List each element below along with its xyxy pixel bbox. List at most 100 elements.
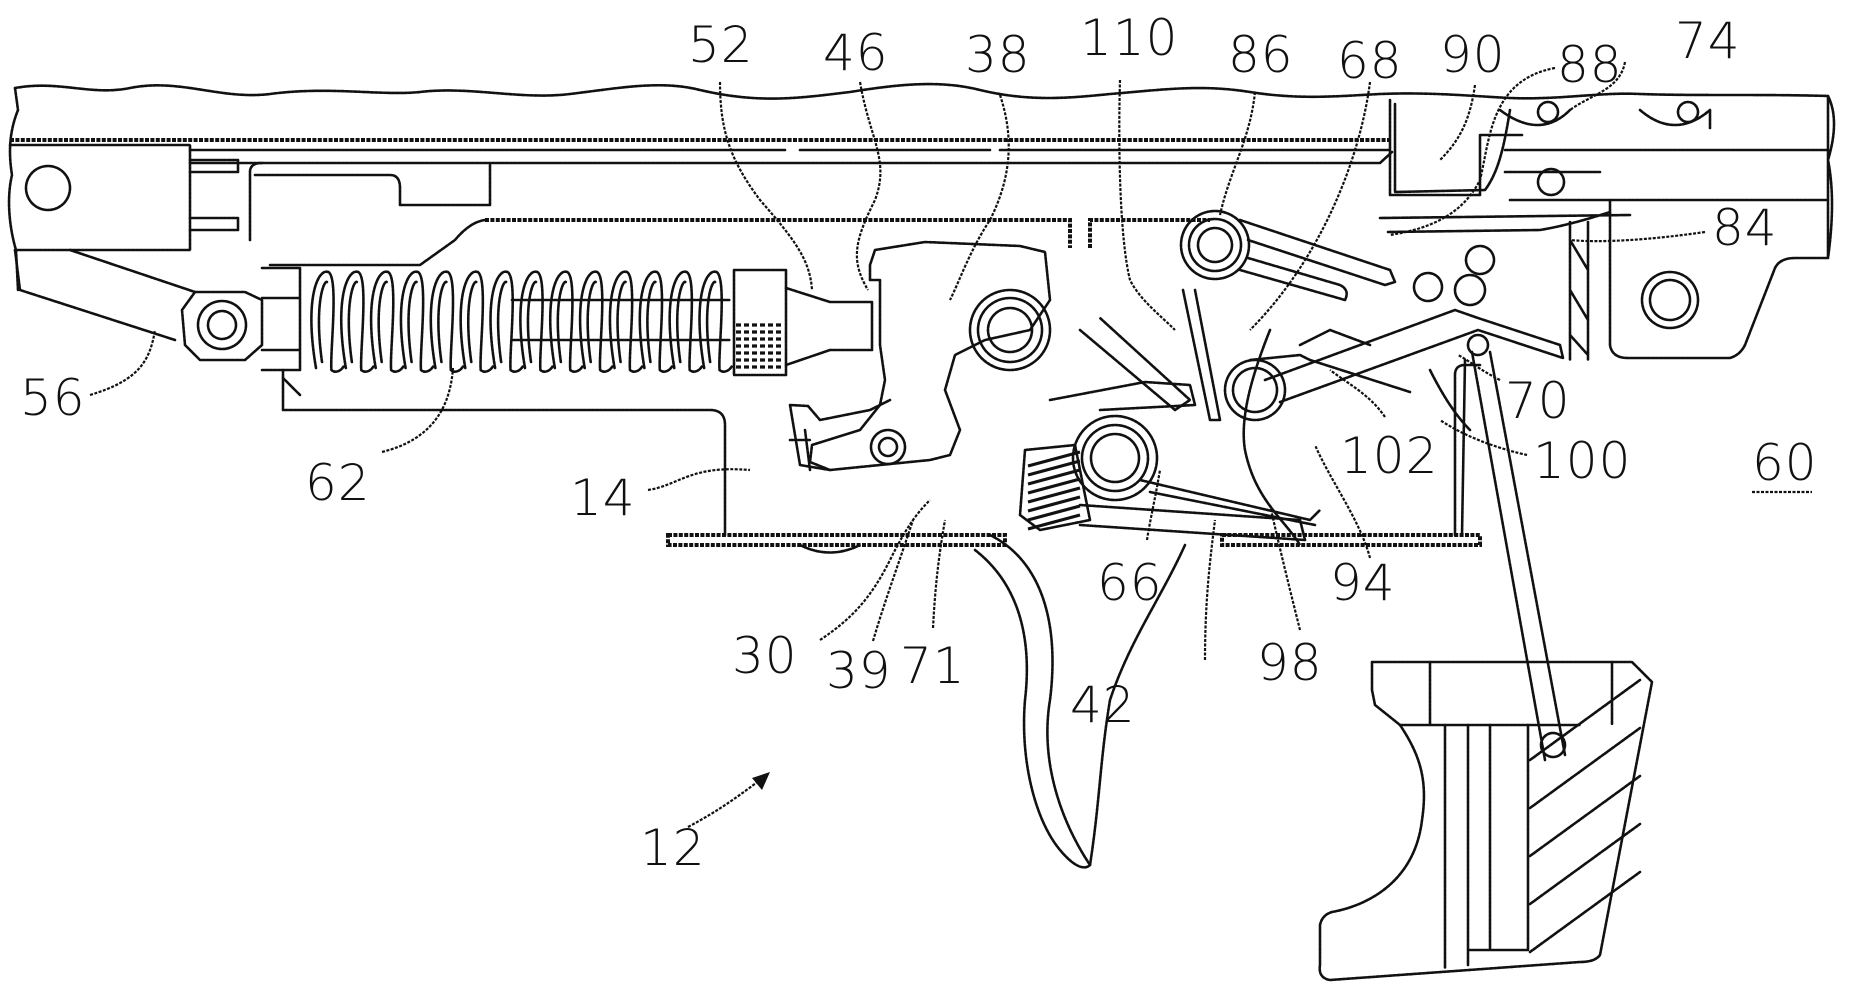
pin-88 bbox=[1536, 167, 1566, 197]
numeral-88: 88 bbox=[1557, 36, 1623, 94]
leader-42 bbox=[1203, 519, 1217, 661]
sear-wheel-mid bbox=[1080, 423, 1150, 493]
spring-coil-inner bbox=[646, 280, 657, 364]
numeral-38: 38 bbox=[965, 26, 1031, 84]
spring-coil bbox=[310, 270, 346, 373]
leader-46 bbox=[855, 81, 882, 291]
hatch-line bbox=[1027, 513, 1081, 531]
numeral-74: 74 bbox=[1675, 12, 1741, 70]
frame-bottom-rail-right bbox=[1220, 533, 1482, 547]
spring-coil bbox=[519, 270, 555, 373]
hatch-line bbox=[1027, 495, 1081, 513]
leader-62 bbox=[381, 367, 455, 454]
spring-coil-inner bbox=[526, 280, 538, 364]
leader-52 bbox=[718, 81, 814, 291]
hatched-post bbox=[1568, 220, 1590, 362]
lever-102 bbox=[1248, 328, 1412, 394]
block-90 bbox=[1393, 102, 1512, 194]
hatch-line bbox=[1528, 774, 1642, 858]
pivot-70 bbox=[1466, 333, 1490, 357]
leader-100 bbox=[1439, 419, 1528, 457]
hatch-line bbox=[1528, 726, 1642, 810]
slide-frame bbox=[7, 82, 1830, 292]
arrow-12-head bbox=[752, 772, 770, 790]
pivot-86-inner bbox=[1196, 226, 1234, 264]
spring-wheel-upper-outer bbox=[968, 288, 1052, 372]
lever-94 bbox=[1242, 328, 1302, 547]
pin-small-b bbox=[1464, 244, 1496, 276]
hatch-line bbox=[1027, 477, 1081, 495]
leader-12 bbox=[687, 779, 761, 828]
spring-coil bbox=[399, 270, 435, 373]
pin-small-a bbox=[1412, 271, 1444, 303]
leader-98 bbox=[1268, 504, 1302, 631]
hammer-group bbox=[788, 240, 1322, 542]
spring-coil bbox=[578, 270, 614, 373]
hatch-line bbox=[1027, 450, 1081, 468]
hatch-line bbox=[1528, 822, 1642, 906]
pin-top-right-b bbox=[1676, 100, 1700, 124]
right-mechanism bbox=[1179, 94, 1836, 762]
numeral-56: 56 bbox=[20, 369, 86, 427]
spring-guide-rod bbox=[510, 298, 732, 342]
numeral-66: 66 bbox=[1097, 554, 1163, 612]
lever-86-arm bbox=[1238, 218, 1397, 302]
hatch-line bbox=[1027, 504, 1081, 522]
pivot-86-mid bbox=[1187, 217, 1243, 273]
sear-wheel-inner bbox=[1089, 432, 1141, 484]
sear-block bbox=[1018, 443, 1092, 532]
recoil-spring bbox=[310, 270, 734, 373]
leader-102 bbox=[1329, 369, 1386, 418]
hammer-pin-inner bbox=[877, 436, 899, 458]
arm-100 bbox=[1428, 358, 1472, 537]
spring-coil-inner bbox=[317, 280, 329, 364]
leader-14 bbox=[647, 468, 751, 492]
pivot-eye bbox=[180, 290, 264, 362]
paddle-top-divider bbox=[1398, 660, 1614, 727]
leader-110 bbox=[1118, 79, 1176, 331]
trigger-bar-spring bbox=[1048, 380, 1197, 412]
pivot-86-outer bbox=[1179, 209, 1251, 281]
pin-small-c bbox=[1453, 273, 1487, 307]
numeral-94: 94 bbox=[1330, 554, 1396, 612]
leader-70 bbox=[1457, 354, 1501, 381]
numeral-12: 12 bbox=[640, 819, 706, 877]
pin-top-right-a bbox=[1536, 100, 1560, 124]
pivot-eye-inner bbox=[206, 309, 238, 341]
spring-guide-left bbox=[260, 266, 302, 372]
numeral-110: 110 bbox=[1080, 9, 1178, 67]
spring-coil-inner bbox=[496, 280, 508, 364]
spring-coil bbox=[698, 270, 734, 373]
slide-rail-lower bbox=[188, 150, 1394, 165]
numeral-62: 62 bbox=[305, 454, 371, 512]
paddle-outline bbox=[1318, 660, 1654, 982]
leader-38 bbox=[949, 94, 1010, 301]
recoil-spring-assembly bbox=[13, 248, 874, 537]
left-block-pin bbox=[24, 164, 72, 212]
disconnector-bar bbox=[1078, 316, 1192, 412]
bar-84 bbox=[1378, 210, 1632, 234]
spring-wheel-upper-inner bbox=[986, 306, 1034, 354]
numeral-90: 90 bbox=[1440, 26, 1506, 84]
spring-coil-inner bbox=[466, 280, 478, 364]
numeral-52: 52 bbox=[688, 16, 754, 74]
leader-68 bbox=[1249, 81, 1372, 331]
pin-84-inner bbox=[1648, 278, 1692, 322]
link-rod-100 bbox=[1470, 350, 1567, 762]
break-line-top bbox=[13, 82, 1830, 100]
spring-coil-inner bbox=[705, 280, 717, 364]
link-42 bbox=[1181, 288, 1222, 422]
hammer-38 bbox=[808, 240, 1052, 472]
frame-left-edge bbox=[7, 86, 20, 292]
hatch-line bbox=[1528, 870, 1642, 954]
pivot-eye-outer bbox=[196, 299, 248, 351]
numeral-68: 68 bbox=[1337, 32, 1403, 90]
left-block-tabs bbox=[188, 158, 240, 232]
leader-90 bbox=[1439, 84, 1477, 161]
numeral-39: 39 bbox=[826, 642, 892, 700]
pin-84-outer bbox=[1640, 270, 1700, 330]
numeral-84: 84 bbox=[1712, 199, 1778, 257]
hatch-line bbox=[1027, 468, 1081, 486]
spring-coil bbox=[668, 270, 704, 373]
